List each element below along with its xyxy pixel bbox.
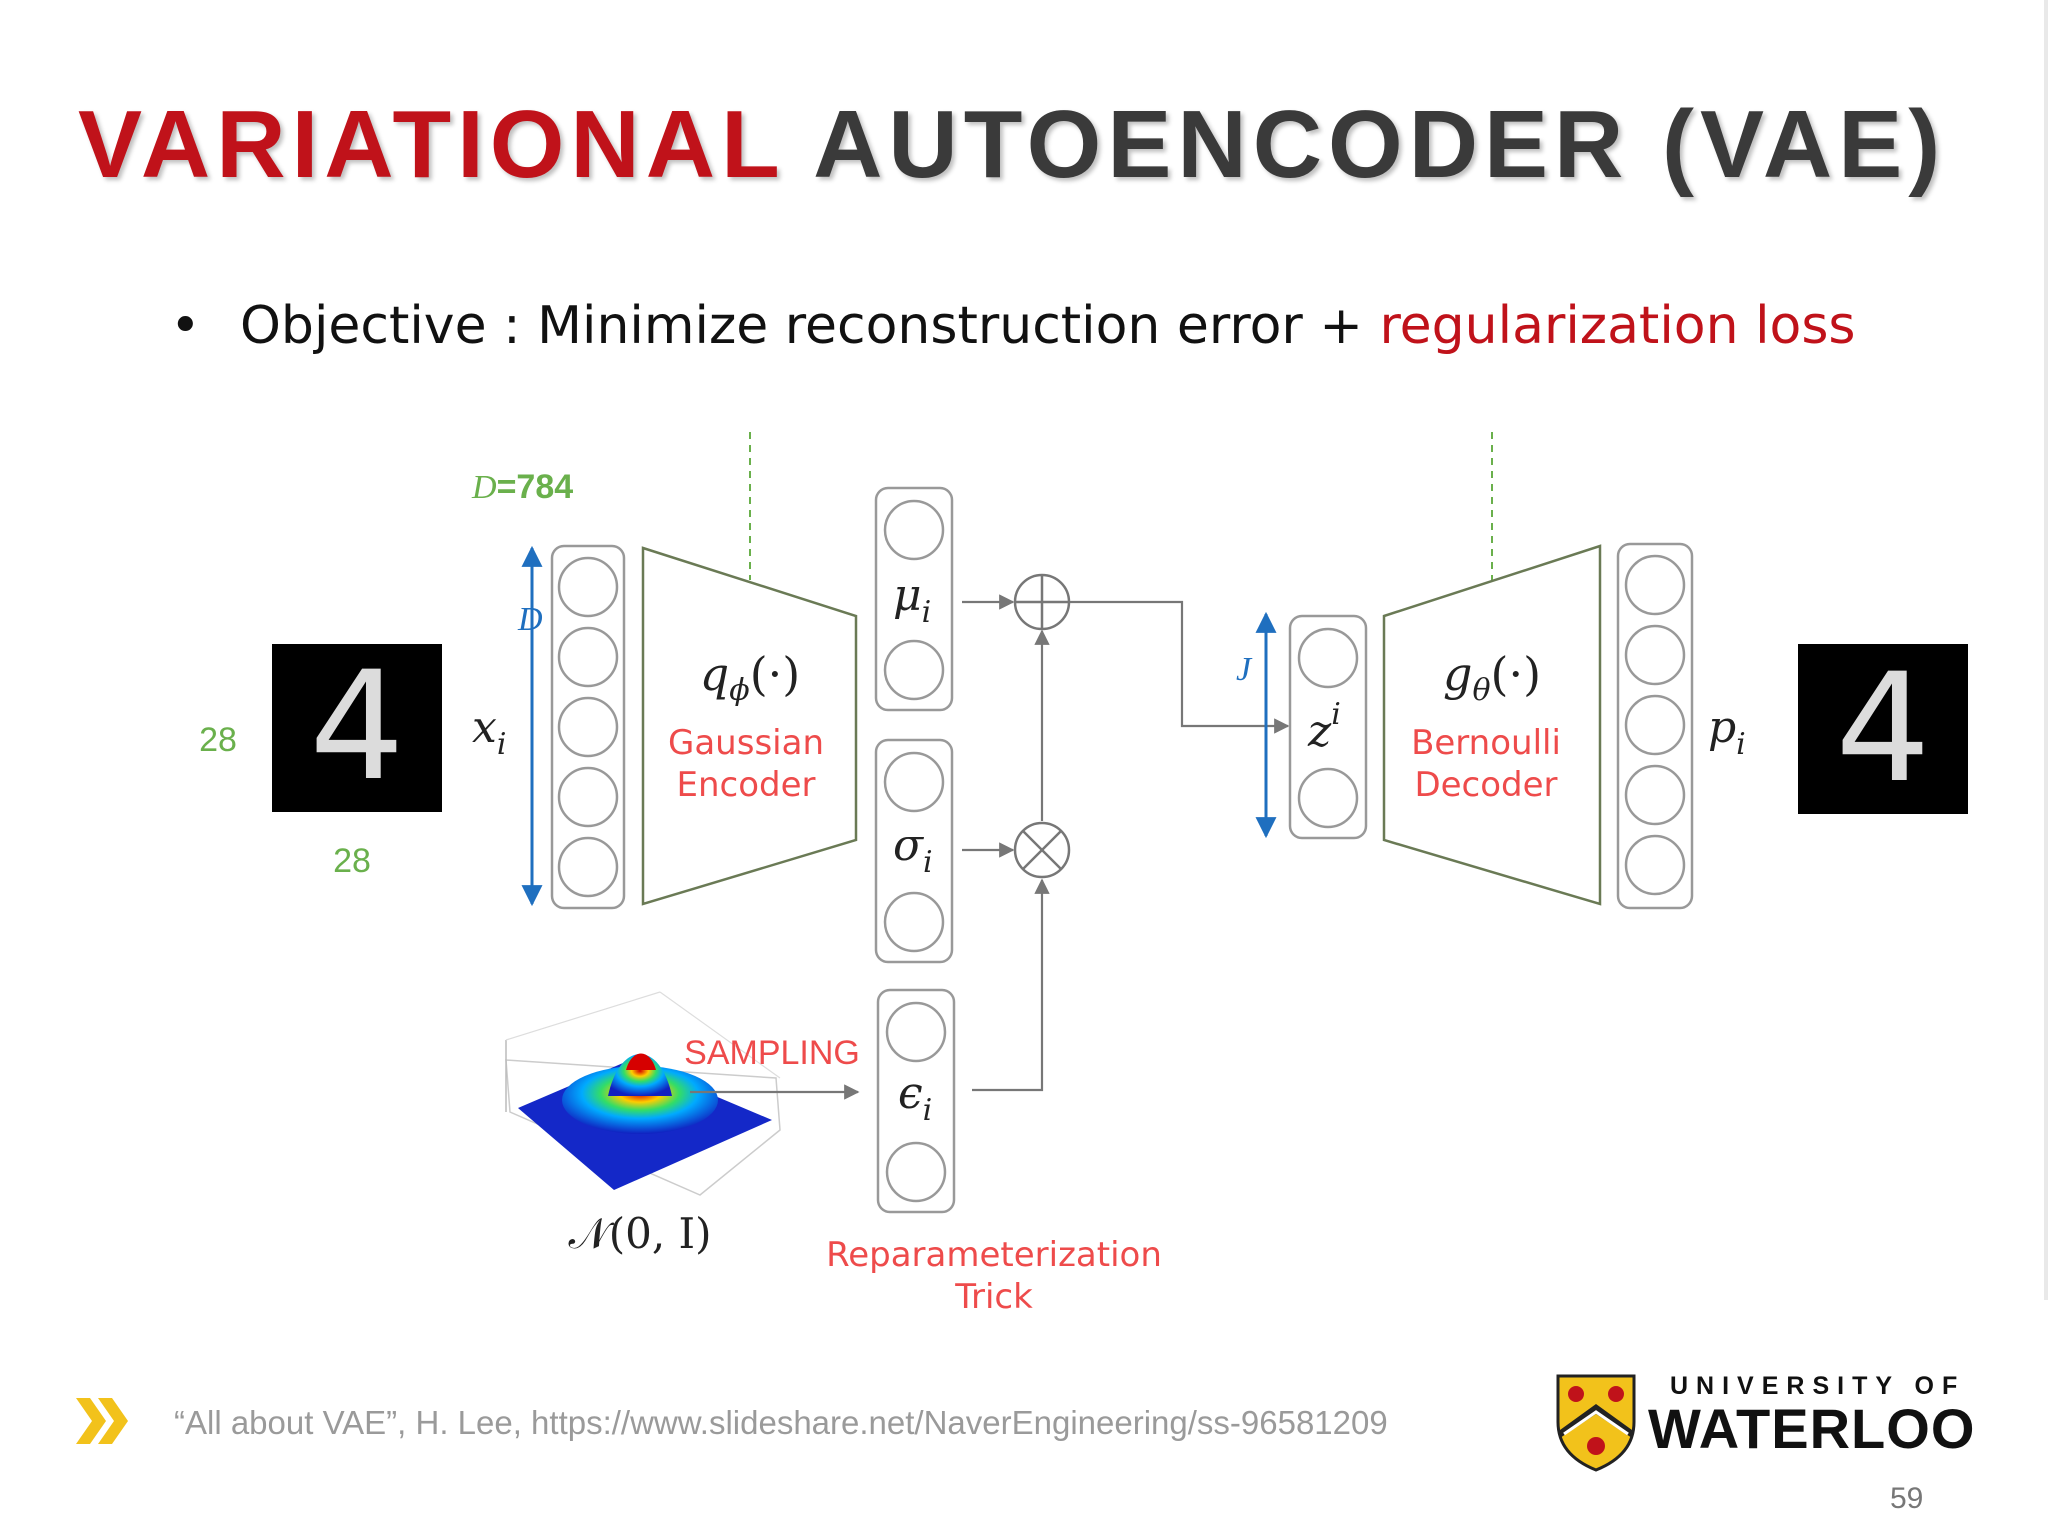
reparameterization-line2: Trick (954, 1277, 1033, 1317)
epsilon-i-label: ϵi (898, 1068, 932, 1128)
plus-to-z-arrow (1069, 600, 1290, 734)
epsilon-neuron (885, 1141, 947, 1203)
encoder-function: qϕ(·) (700, 647, 800, 708)
input-neuron (557, 836, 619, 898)
z-i-label: zi (1307, 697, 1341, 757)
sampling-label: SAMPLING (684, 1034, 860, 1072)
decoder-trapezoid (1382, 544, 1602, 906)
x-i-label: xi (472, 702, 506, 762)
mu-neuron (883, 639, 945, 701)
waterloo-wordmark: WATERLOO (1648, 1397, 1976, 1460)
mu-i-label: μi (893, 570, 931, 630)
z-neuron (1297, 627, 1359, 689)
gaussian-surface-plot (505, 991, 781, 1196)
input-digit-image (272, 644, 442, 812)
input-digit-glyph: 4 (309, 640, 404, 814)
citation-text: “All about VAE”, H. Lee, https://www.sli… (174, 1404, 1388, 1441)
output-neuron (1624, 764, 1686, 826)
slide-title: VARIATIONAL AUTOENCODER (VAE) (78, 90, 1946, 200)
output-digit-image (1798, 644, 1968, 814)
mu-neuron (883, 499, 945, 561)
encoder-name-line1: Gaussian (668, 723, 824, 763)
page-number: 59 (1890, 1482, 1924, 1515)
image-width-label: 28 (333, 842, 371, 880)
reparameterization-line1: Reparameterization (826, 1235, 1162, 1275)
encoder-name-line2: Encoder (676, 765, 815, 805)
normal-distribution-label: 𝒩(0, I) (568, 1209, 711, 1258)
output-neuron (1624, 694, 1686, 756)
title-part-autoencoder: AUTOENCODER (VAE) (813, 91, 1947, 198)
encoder-trapezoid (641, 546, 858, 906)
epsilon-neuron (885, 1001, 947, 1063)
bullet-dot: • (170, 296, 201, 356)
sigma-i-label: σi (893, 820, 933, 880)
z-neuron (1297, 767, 1359, 829)
double-chevron-right-icon (76, 1398, 128, 1444)
d-arrow-label: D (517, 601, 543, 638)
input-neuron (557, 766, 619, 828)
waterloo-crest-icon (1556, 1374, 1636, 1472)
output-neuron (1624, 624, 1686, 686)
output-neuron (1624, 834, 1686, 896)
input-neuron (557, 696, 619, 758)
multiply-operator-d2 (1022, 830, 1062, 870)
input-neuron (557, 626, 619, 688)
p-i-label: pi (1708, 702, 1746, 762)
d-784-label: D=784 (471, 468, 573, 506)
slide-edge-line (2044, 0, 2048, 1300)
epsilon-to-multiply-arrow (972, 878, 1050, 1092)
decoder-name-line2: Decoder (1414, 765, 1557, 805)
objective-bullet: • Objective : Minimize reconstruction err… (170, 296, 1856, 356)
sigma-neuron (883, 751, 945, 813)
sigma-neuron (883, 891, 945, 953)
j-label: J (1236, 651, 1253, 688)
input-neuron (557, 556, 619, 618)
objective-text: Objective : Minimize reconstruction erro… (240, 296, 1380, 356)
decoder-name-line1: Bernoulli (1411, 723, 1561, 763)
university-of-text: UNIVERSITY OF (1670, 1372, 1966, 1400)
output-digit-glyph: 4 (1835, 642, 1930, 816)
title-part-variational: VARIATIONAL (78, 91, 784, 198)
output-neuron (1624, 554, 1686, 616)
objective-highlight: regularization loss (1379, 296, 1856, 356)
decoder-function: gθ(·) (1443, 647, 1541, 708)
image-height-label: 28 (199, 721, 237, 759)
